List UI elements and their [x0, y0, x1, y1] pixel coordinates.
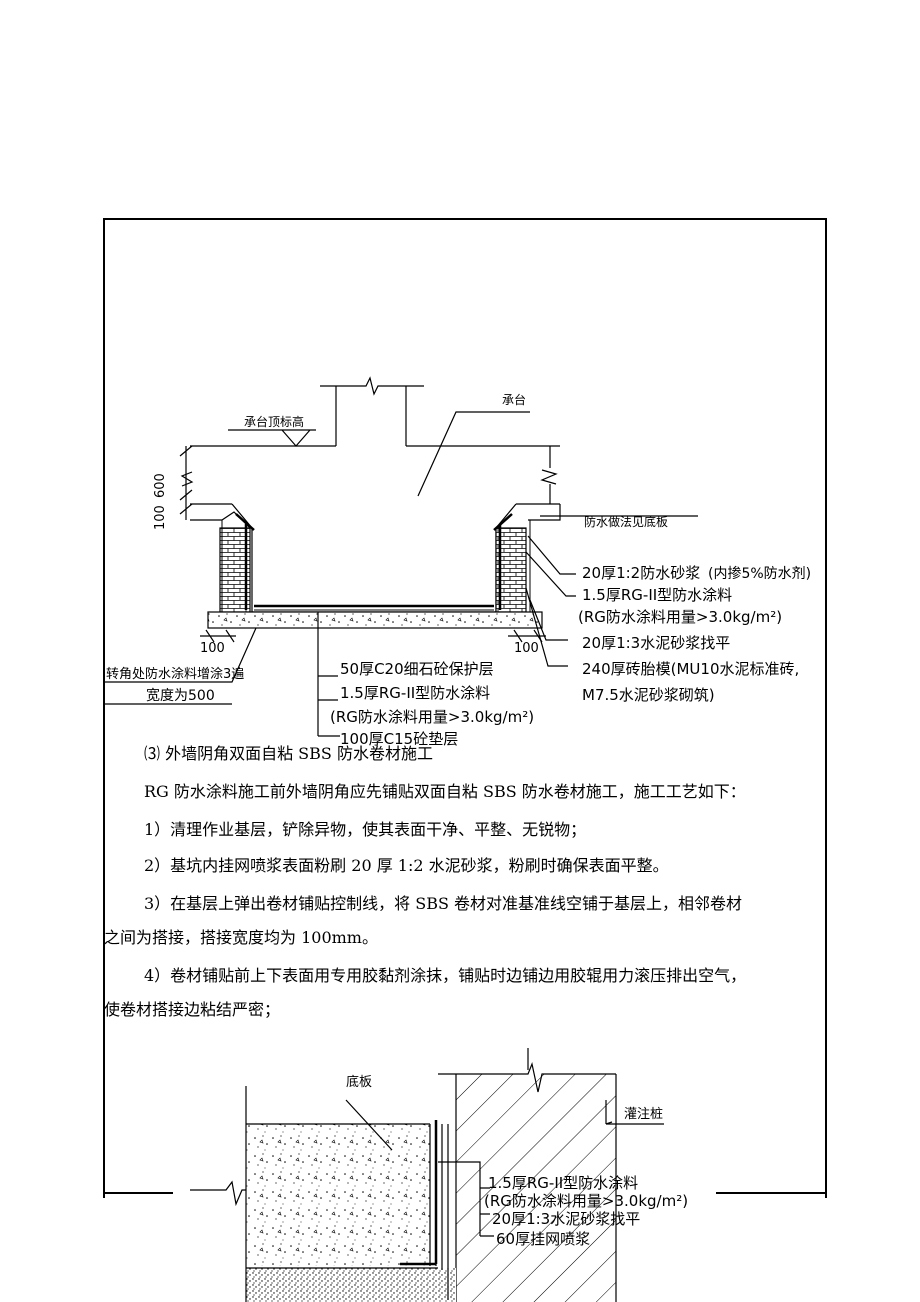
dim-100: 100: [153, 505, 168, 530]
section-heading: ⑶ 外墙阴角双面自粘 SBS 防水卷材施工: [144, 744, 433, 763]
callout-b4: 100厚C15砼垫层: [340, 730, 458, 748]
callout-d2-4: 60厚挂网喷浆: [496, 1230, 590, 1248]
label-waterproof-ref: 防水做法见底板: [584, 514, 668, 529]
page-frame: [103, 218, 827, 1198]
drawing1-labels: 承台顶标高 承台 600 100 防水做法见底板 20厚1:2防水砂浆 (内掺5…: [106, 392, 811, 748]
callout-r2: 1.5厚RG-II型防水涂料: [582, 586, 732, 604]
label-top-elevation: 承台顶标高: [244, 414, 304, 429]
step-4-line1: 4）卷材铺贴前上下表面用专用胶黏剂涂抹，铺贴时边铺边用胶辊用力滚压排出空气，: [144, 966, 747, 985]
drawing2-labels: 底板 灌注桩 1.5厚RG-II型防水涂料 (RG防水涂料用量>3.0kg/m²…: [346, 1074, 688, 1248]
step-2: 2）基坑内挂网喷浆表面粉刷 20 厚 1:2 水泥砂浆，粉刷时确保表面平整。: [144, 856, 669, 875]
callout-r1: 20厚1:2防水砂浆: [582, 564, 700, 582]
callout-b2: 1.5厚RG-II型防水涂料: [340, 684, 490, 702]
pile-cap-section: [104, 376, 698, 737]
callout-r5: 240厚砖胎模(MU10水泥标准砖,: [582, 660, 799, 678]
callout-d2-3: 20厚1:3水泥砂浆找平: [492, 1210, 640, 1228]
callout-b3: (RG防水涂料用量>3.0kg/m²): [330, 708, 534, 726]
frame-bottom-right: [716, 1192, 825, 1194]
callout-r1b: (内掺5%防水剂): [708, 565, 811, 582]
step-3-line1: 3）在基层上弹出卷材铺贴控制线，将 SBS 卷材对准基准线空铺于基层上，相邻卷材: [144, 894, 743, 913]
step-1: 1）清理作业基层，铲除异物，使其表面干净、平整、无锐物；: [144, 820, 587, 839]
paragraph-intro: RG 防水涂料施工前外墙阴角应先铺贴双面自粘 SBS 防水卷材施工，施工工艺如下…: [144, 782, 746, 801]
frame-bottom-left: [103, 1192, 173, 1194]
dim-600: 600: [153, 473, 168, 498]
dim-left-100: 100: [200, 641, 225, 656]
callout-d2-2: (RG防水涂料用量>3.0kg/m²): [484, 1192, 688, 1210]
callout-left-1: 转角处防水涂料增涂3遍: [106, 666, 244, 682]
callout-b1: 50厚C20细石砼保护层: [340, 660, 494, 678]
callout-d2-1: 1.5厚RG-II型防水涂料: [488, 1174, 638, 1192]
dim-right-100: 100: [514, 641, 539, 656]
step-4-line2: 使卷材搭接边粘结严密；: [104, 1000, 281, 1019]
step-3-line2: 之间为搭接，搭接宽度均为 100mm。: [104, 928, 378, 947]
slab-pile-section: [190, 1048, 664, 1302]
label-cap: 承台: [502, 392, 526, 407]
label-pile: 灌注桩: [624, 1107, 663, 1122]
callout-r4: 20厚1:3水泥砂浆找平: [582, 634, 730, 652]
label-slab: 底板: [346, 1074, 372, 1090]
callout-r3: (RG防水涂料用量>3.0kg/m²): [578, 608, 782, 626]
callout-left-2: 宽度为500: [146, 687, 215, 704]
callout-r6: M7.5水泥砂浆砌筑): [582, 686, 715, 704]
